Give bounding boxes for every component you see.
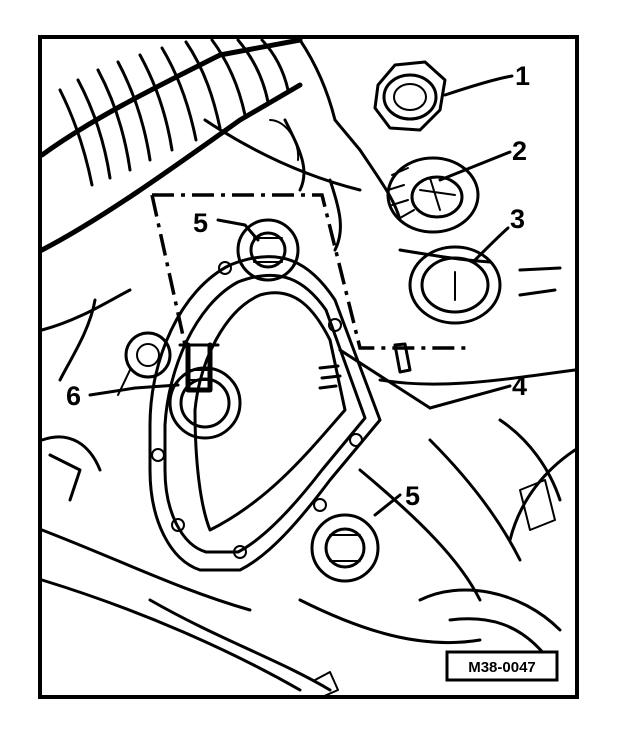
leader-4	[428, 384, 512, 410]
leader-5a	[216, 218, 260, 242]
callout-1: 1	[515, 61, 530, 91]
sealing-ring	[408, 245, 502, 325]
selector-shaft	[168, 342, 242, 440]
leader-3	[473, 226, 510, 262]
figure-frame	[38, 35, 579, 699]
detail-frame-left	[150, 194, 187, 346]
detail-frame	[152, 193, 468, 350]
reference-code-box	[445, 650, 559, 682]
leader-4b	[338, 348, 432, 410]
lever-knob	[117, 331, 172, 396]
transmission-housing	[40, 38, 577, 698]
callout-5-bottom: 5	[405, 481, 420, 511]
callout-3: 3	[510, 204, 525, 234]
hex-nut	[373, 60, 447, 132]
bolt-top	[236, 218, 300, 282]
lock-washer	[386, 156, 480, 234]
callout-6: 6	[66, 381, 81, 411]
leader-6	[88, 383, 180, 397]
leader-2	[438, 150, 512, 182]
bolt-bottom	[310, 513, 380, 583]
callout-4: 4	[512, 371, 527, 401]
callout-2: 2	[512, 136, 527, 166]
reference-code: M38-0047	[468, 659, 536, 676]
leader-1	[443, 74, 514, 97]
leader-5b	[373, 493, 402, 517]
callout-5-top: 5	[193, 208, 208, 238]
